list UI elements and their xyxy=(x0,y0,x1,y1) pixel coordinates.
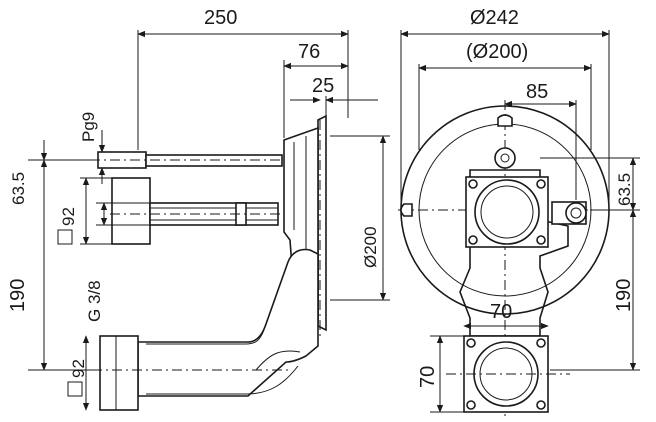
upper-square-inlet xyxy=(465,176,549,248)
label-25: 25 xyxy=(312,75,334,97)
label-g-3-8: G 3/8 xyxy=(85,280,104,322)
label-square-92-top: 92 xyxy=(59,207,78,226)
label-190-right: 190 xyxy=(613,279,635,312)
label-diameter-242: Ø242 xyxy=(470,7,519,29)
label-190-left: 190 xyxy=(7,279,29,312)
label-square-92-bottom: 92 xyxy=(69,359,88,378)
label-70-width: 70 xyxy=(490,301,512,323)
label-70-height: 70 xyxy=(417,366,439,388)
front-view: Ø242 (Ø200) 85 63.5 190 70 70 xyxy=(398,7,640,418)
label-76: 76 xyxy=(298,41,320,63)
label-63-5-right: 63.5 xyxy=(615,173,634,206)
square-symbol-top xyxy=(57,229,73,245)
upper-conduit xyxy=(90,151,300,169)
label-diameter-200-bracket: (Ø200) xyxy=(466,41,528,63)
square-symbol-bottom xyxy=(67,381,83,397)
label-pg9: Pg9 xyxy=(79,112,98,142)
side-view: 250 76 25 Pg9 63.5 92 190 G 3/8 92 Ø200 xyxy=(7,7,390,411)
suction-pipe xyxy=(92,248,319,411)
label-63-5-left: 63.5 xyxy=(9,172,28,205)
label-diameter-200-side: Ø200 xyxy=(361,226,380,268)
middle-pipe xyxy=(110,177,288,245)
label-250: 250 xyxy=(204,7,237,29)
label-85: 85 xyxy=(526,81,548,103)
